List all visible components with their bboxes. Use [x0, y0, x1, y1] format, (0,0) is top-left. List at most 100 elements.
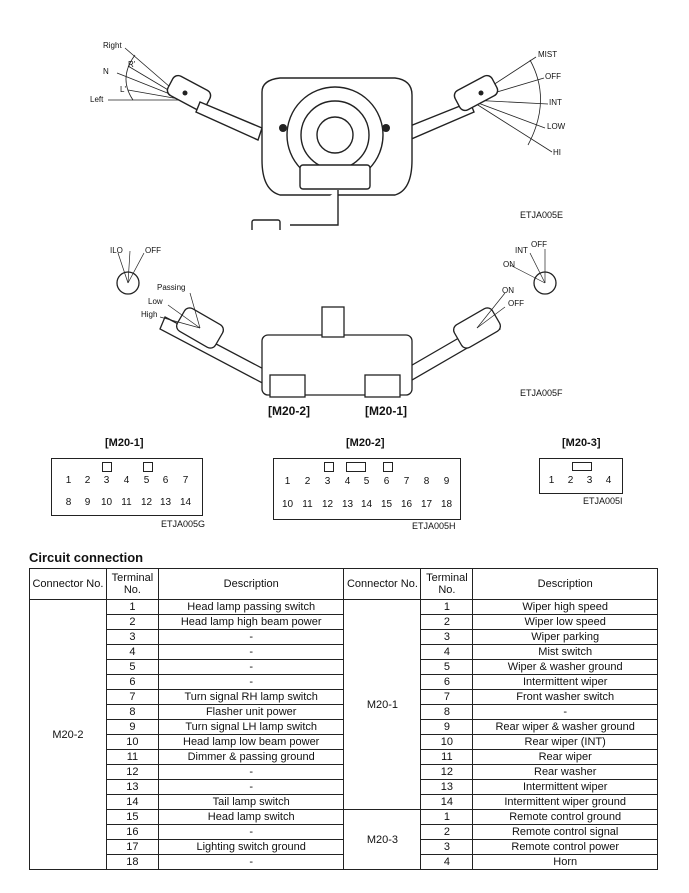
- description-cell: Rear wiper: [472, 749, 658, 765]
- description-cell: Remote control power: [472, 839, 658, 855]
- terminal-cell: 2: [420, 824, 474, 840]
- pin: 8: [423, 476, 430, 487]
- description-cell: -: [157, 629, 345, 645]
- description-cell: Remote control ground: [472, 809, 658, 825]
- description-cell: Wiper & washer ground: [472, 659, 658, 675]
- pin: 3: [586, 475, 593, 486]
- description-cell: Rear wiper (INT): [472, 734, 658, 750]
- pin: 5: [143, 475, 150, 486]
- description-cell: -: [157, 854, 345, 870]
- pin: 14: [360, 499, 373, 510]
- beam-label-high: High: [141, 310, 158, 319]
- pin: 7: [182, 475, 189, 486]
- connector-face-m20-1: 1 2 3 4 5 6 7 8 9 10 11 12 13 14: [51, 458, 203, 516]
- description-cell: Dimmer & passing ground: [157, 749, 345, 765]
- pin: 12: [321, 499, 334, 510]
- pin: 3: [103, 475, 110, 486]
- circuit-table: Connector No. Terminal No. Description C…: [29, 568, 658, 870]
- description-cell: Wiper low speed: [472, 614, 658, 630]
- connector-face-m20-2: 1 2 3 4 5 6 7 8 9 10 11 12 13 14 15 16 1…: [273, 458, 461, 520]
- wiper-knob-off-2: OFF: [508, 299, 524, 308]
- connector-key: [102, 462, 112, 472]
- description-cell: Intermittent wiper ground: [472, 794, 658, 810]
- pin: 2: [304, 476, 311, 487]
- description-cell: Head lamp high beam power: [157, 614, 345, 630]
- description-cell: -: [157, 824, 345, 840]
- wiper-label-low: LOW: [547, 122, 566, 131]
- pin: 9: [84, 497, 91, 508]
- terminal-cell: 13: [420, 779, 474, 795]
- description-cell: Head lamp passing switch: [157, 599, 345, 615]
- terminal-cell: 1: [105, 599, 159, 615]
- pin: 15: [380, 499, 393, 510]
- terminal-cell: 12: [420, 764, 474, 780]
- wiper-knob-off: OFF: [531, 240, 547, 249]
- wiper-knob-on-1: ON: [503, 260, 515, 269]
- terminal-cell: 9: [105, 719, 159, 735]
- terminal-cell: 3: [420, 839, 474, 855]
- header-terminal-no: Terminal No.: [105, 568, 159, 600]
- lever-label-right: Right: [103, 41, 122, 50]
- pin: 10: [281, 499, 294, 510]
- light-knob-ilo: ILO: [110, 246, 123, 255]
- connector-group-cell: M20-2: [29, 599, 107, 870]
- pin: 17: [420, 499, 433, 510]
- description-cell: -: [157, 674, 345, 690]
- terminal-cell: 4: [420, 854, 474, 870]
- pin: 6: [383, 476, 390, 487]
- terminal-cell: 10: [420, 734, 474, 750]
- figure-code-g: ETJA005G: [161, 519, 206, 529]
- description-cell: -: [472, 704, 658, 720]
- pin: 11: [121, 497, 132, 508]
- wiper-label-hi: HI: [553, 148, 561, 157]
- lever-label-left: Left: [90, 95, 104, 104]
- pin: 2: [84, 475, 91, 486]
- terminal-cell: 10: [105, 734, 159, 750]
- description-cell: -: [157, 779, 345, 795]
- terminal-cell: 17: [105, 839, 159, 855]
- connector-label-m20-1: [M20-1]: [365, 404, 408, 418]
- figure-code-e: ETJA005E: [520, 210, 564, 220]
- description-cell: Head lamp low beam power: [157, 734, 345, 750]
- connector-face-m20-3: 1 2 3 4: [539, 458, 623, 494]
- description-cell: Tail lamp switch: [157, 794, 345, 810]
- terminal-cell: 6: [420, 674, 474, 690]
- terminal-cell: 16: [105, 824, 159, 840]
- pin: 8: [65, 497, 72, 508]
- pin: 13: [159, 497, 172, 508]
- terminal-cell: 11: [420, 749, 474, 765]
- description-cell: Wiper high speed: [472, 599, 658, 615]
- light-knob-off: OFF: [145, 246, 161, 255]
- connector-label-m20-2: [M20-2]: [268, 404, 311, 418]
- connector-key: [143, 462, 153, 472]
- description-cell: Rear washer: [472, 764, 658, 780]
- connector-face-title-m20-3: [M20-3]: [562, 437, 601, 449]
- pin: 13: [341, 499, 354, 510]
- terminal-cell: 2: [105, 614, 159, 630]
- terminal-cell: 12: [105, 764, 159, 780]
- wiper-knob-int: INT: [515, 246, 528, 255]
- figure-code-i: ETJA005I: [583, 496, 623, 506]
- terminal-cell: 14: [420, 794, 474, 810]
- header-terminal-no: Terminal No.: [420, 568, 474, 600]
- pin: 18: [440, 499, 453, 510]
- pin: 16: [400, 499, 413, 510]
- connector-group-cell: M20-3: [343, 809, 422, 870]
- terminal-cell: 9: [420, 719, 474, 735]
- pin: 9: [443, 476, 450, 487]
- description-cell: Turn signal RH lamp switch: [157, 689, 345, 705]
